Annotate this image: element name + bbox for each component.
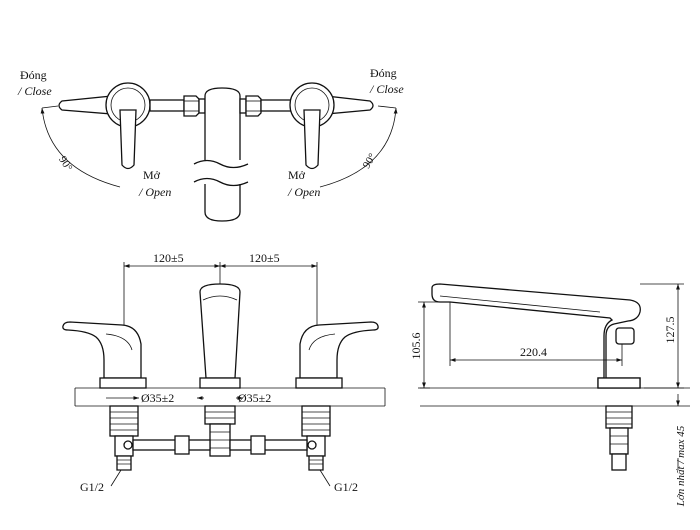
left-rotation-arc xyxy=(40,107,121,188)
right-rotation-arc xyxy=(319,107,398,188)
thread-left-label: G1/2 xyxy=(80,480,104,494)
right-connector-top xyxy=(245,95,296,117)
thread-right-label: G1/2 xyxy=(334,480,358,494)
hole-left-label: Ø35±2 xyxy=(141,391,174,405)
left-close-label: Đóng xyxy=(20,68,47,82)
right-handle-front xyxy=(295,321,379,389)
left-valve-body xyxy=(109,405,139,471)
right-handle-top xyxy=(289,82,374,170)
right-valve-body xyxy=(301,405,331,471)
right-open-label: Mở xyxy=(288,168,306,182)
reach-label: 220.4 xyxy=(520,345,547,359)
left-open-en: / Open xyxy=(138,185,171,199)
hole-right-label: Ø35±2 xyxy=(238,391,271,405)
spacing-left-label: 120±5 xyxy=(153,251,184,265)
height-spout-label: 105.6 xyxy=(409,333,423,360)
left-handle-top xyxy=(58,82,151,170)
left-close-en: / Close xyxy=(17,84,52,98)
spout-top xyxy=(193,87,249,222)
side-view: 105.6 220.4 127.5 Lớn nhất / max 45 xyxy=(409,283,690,507)
side-valve-body xyxy=(605,405,633,471)
right-close-en: / Close xyxy=(369,82,404,96)
spacing-right-label: 120±5 xyxy=(249,251,280,265)
max-deck-label: Lớn nhất / max 45 xyxy=(675,425,687,507)
left-angle-label: 90° xyxy=(56,154,74,173)
top-view: Đóng / Close Đóng / Close Mở / Open Mở /… xyxy=(17,66,404,222)
connecting-pipes xyxy=(132,435,308,455)
front-view: 120±5 120±5 xyxy=(62,251,386,494)
left-handle-front xyxy=(62,321,147,389)
height-total-label: 127.5 xyxy=(663,317,677,344)
left-open-label: Mở xyxy=(143,168,161,182)
spout-side xyxy=(431,283,641,389)
right-open-en: / Open xyxy=(287,185,320,199)
right-close-label: Đóng xyxy=(370,66,397,80)
left-connector-top xyxy=(149,95,200,117)
spout-front xyxy=(199,283,241,389)
